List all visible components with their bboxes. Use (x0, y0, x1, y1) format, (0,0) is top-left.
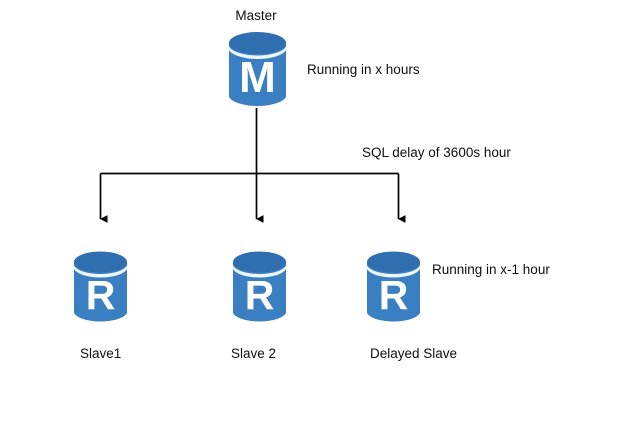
slave-node-2: R (232, 250, 287, 325)
slave-label-1: Slave1 (80, 346, 122, 361)
slave-node-1: R (73, 250, 128, 325)
slave-node-3: R (366, 250, 421, 325)
database-cylinder-slave-2 (233, 251, 286, 322)
master-node: M (228, 30, 287, 110)
database-cylinder-master (229, 32, 286, 106)
database-cylinder-slave-1 (74, 251, 127, 322)
master-annotation: Running in x hours (307, 62, 420, 77)
slave-label-2: Slave 2 (231, 346, 277, 361)
delayed-slave-annotation: Running in x-1 hour (432, 262, 550, 277)
master-title: Master (235, 8, 277, 23)
slave-label-3: Delayed Slave (370, 346, 458, 361)
replication-delay-label: SQL delay of 3600s hour (362, 145, 511, 160)
database-cylinder-slave-3 (367, 251, 420, 322)
